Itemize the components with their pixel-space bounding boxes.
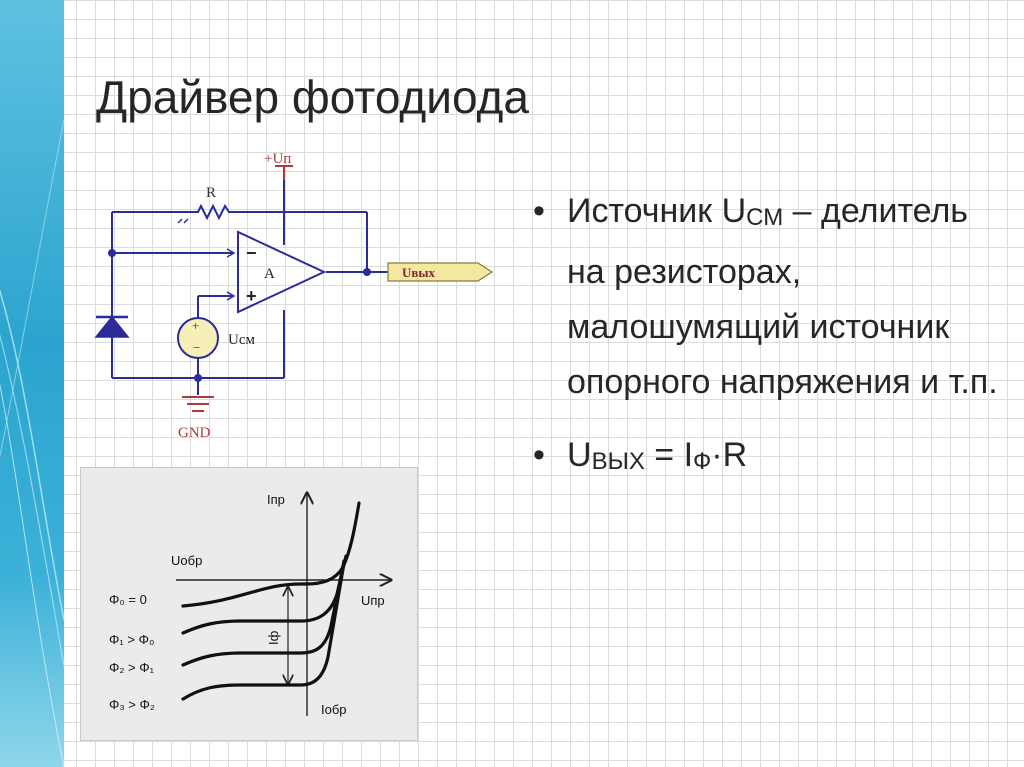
curve-phi2 <box>181 559 346 667</box>
slide-title: Драйвер фотодиода <box>96 71 529 123</box>
supply-symbol <box>275 165 293 180</box>
opamp-label: A <box>264 266 275 282</box>
x-right-label: Uпр <box>361 593 385 608</box>
x-left-label: Uобр <box>171 553 202 568</box>
ground-label: GND <box>178 425 211 441</box>
curve-phi0 <box>181 501 361 608</box>
output-terminal <box>387 262 494 282</box>
photocurrent-label: Iф <box>266 630 281 645</box>
bullet-marker: • <box>533 192 545 230</box>
curve-label-phi3: Φ₃ > Φ₂ <box>109 697 155 712</box>
opamp-plus-sign: + <box>246 286 257 306</box>
resistor-symbol <box>192 203 232 221</box>
bullet-item-source: • Источник UСМ – делитель на резисторах,… <box>533 184 1003 410</box>
bullet-item-formula: • UВЫХ = IФ·R <box>533 428 1003 489</box>
ground-symbol <box>182 396 214 412</box>
photodiode-symbol <box>94 315 130 338</box>
output-label: Uвых <box>402 265 436 280</box>
curve-label-phi0: Φ₀ = 0 <box>109 592 147 607</box>
curve-label-phi2: Φ₂ > Φ₁ <box>109 660 155 675</box>
curve-label-phi1: Φ₁ > Φ₀ <box>109 632 154 647</box>
y-down-label: Iобр <box>321 702 347 717</box>
svg-text:−: − <box>193 340 200 355</box>
photodiode-driver-circuit: + − +Uп R A − + Uсм Uвых GND <box>94 151 494 441</box>
source-label: Uсм <box>228 332 255 348</box>
svg-text:+: + <box>192 318 199 333</box>
resistor-label: R <box>206 185 216 201</box>
y-up-label: Iпр <box>267 492 285 507</box>
supply-label: +Uп <box>264 151 291 167</box>
curve-phi3 <box>181 567 345 701</box>
iv-characteristic-graph: Iпр Uобр Uпр Iобр Iф Φ₀ = 0 Φ₁ > Φ₀ Φ₂ >… <box>109 468 417 717</box>
voltage-source-symbol <box>177 317 219 359</box>
decorative-sidebar <box>0 0 64 767</box>
opamp-minus-sign: − <box>246 243 257 263</box>
curve-phi1 <box>181 554 348 635</box>
iv-characteristic-panel: Iпр Uобр Uпр Iобр Iф Φ₀ = 0 Φ₁ > Φ₀ Φ₂ >… <box>80 467 418 741</box>
bullet-list: • Источник UСМ – делитель на резисторах,… <box>533 184 1003 507</box>
bullet-marker: • <box>533 436 545 474</box>
